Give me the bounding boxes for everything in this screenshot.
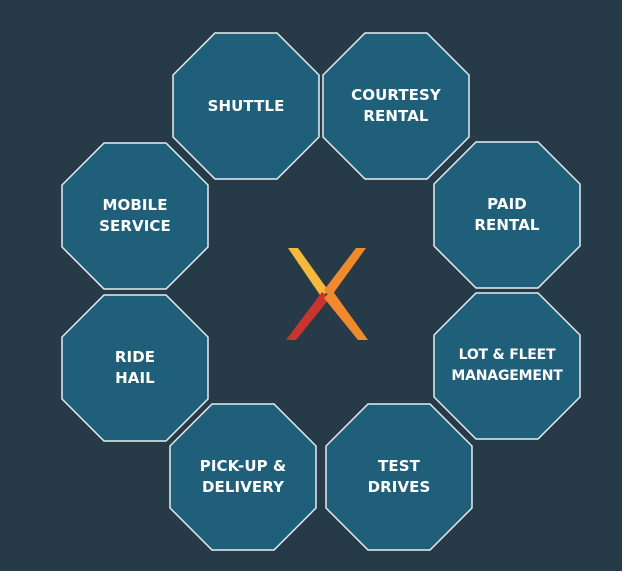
octagon-shape xyxy=(433,292,581,440)
octagon-shape xyxy=(61,294,209,442)
x-logo-icon xyxy=(284,246,370,342)
octagon-shape xyxy=(433,141,581,289)
node-label: SHUTTLE xyxy=(207,96,285,115)
node-label: RIDE HAIL xyxy=(114,348,156,387)
octagon-shape xyxy=(172,32,320,180)
node-label: LOT & FLEET MANAGEMENT xyxy=(451,347,563,384)
node-courtesy-rental[interactable]: COURTESY RENTAL xyxy=(321,31,471,181)
node-shuttle[interactable]: SHUTTLE xyxy=(171,31,321,181)
node-label: COURTESY RENTAL xyxy=(351,86,441,125)
node-label: TEST DRIVES xyxy=(367,457,431,496)
node-mobile-service[interactable]: MOBILE SERVICE xyxy=(60,141,210,291)
octagon-shape xyxy=(169,403,317,551)
node-paid-rental[interactable]: PAID RENTAL xyxy=(432,140,582,290)
node-label: PICK-UP & DELIVERY xyxy=(199,457,287,496)
octagon-shape xyxy=(322,32,470,180)
node-ride-hail[interactable]: RIDE HAIL xyxy=(60,293,210,443)
node-label: MOBILE SERVICE xyxy=(99,196,171,235)
node-label: PAID RENTAL xyxy=(474,195,540,234)
node-test-drives[interactable]: TEST DRIVES xyxy=(324,402,474,552)
node-lot-fleet-management[interactable]: LOT & FLEET MANAGEMENT xyxy=(432,291,582,441)
octagon-shape xyxy=(61,142,209,290)
node-pick-up-delivery[interactable]: PICK-UP & DELIVERY xyxy=(168,402,318,552)
octagon-shape xyxy=(325,403,473,551)
